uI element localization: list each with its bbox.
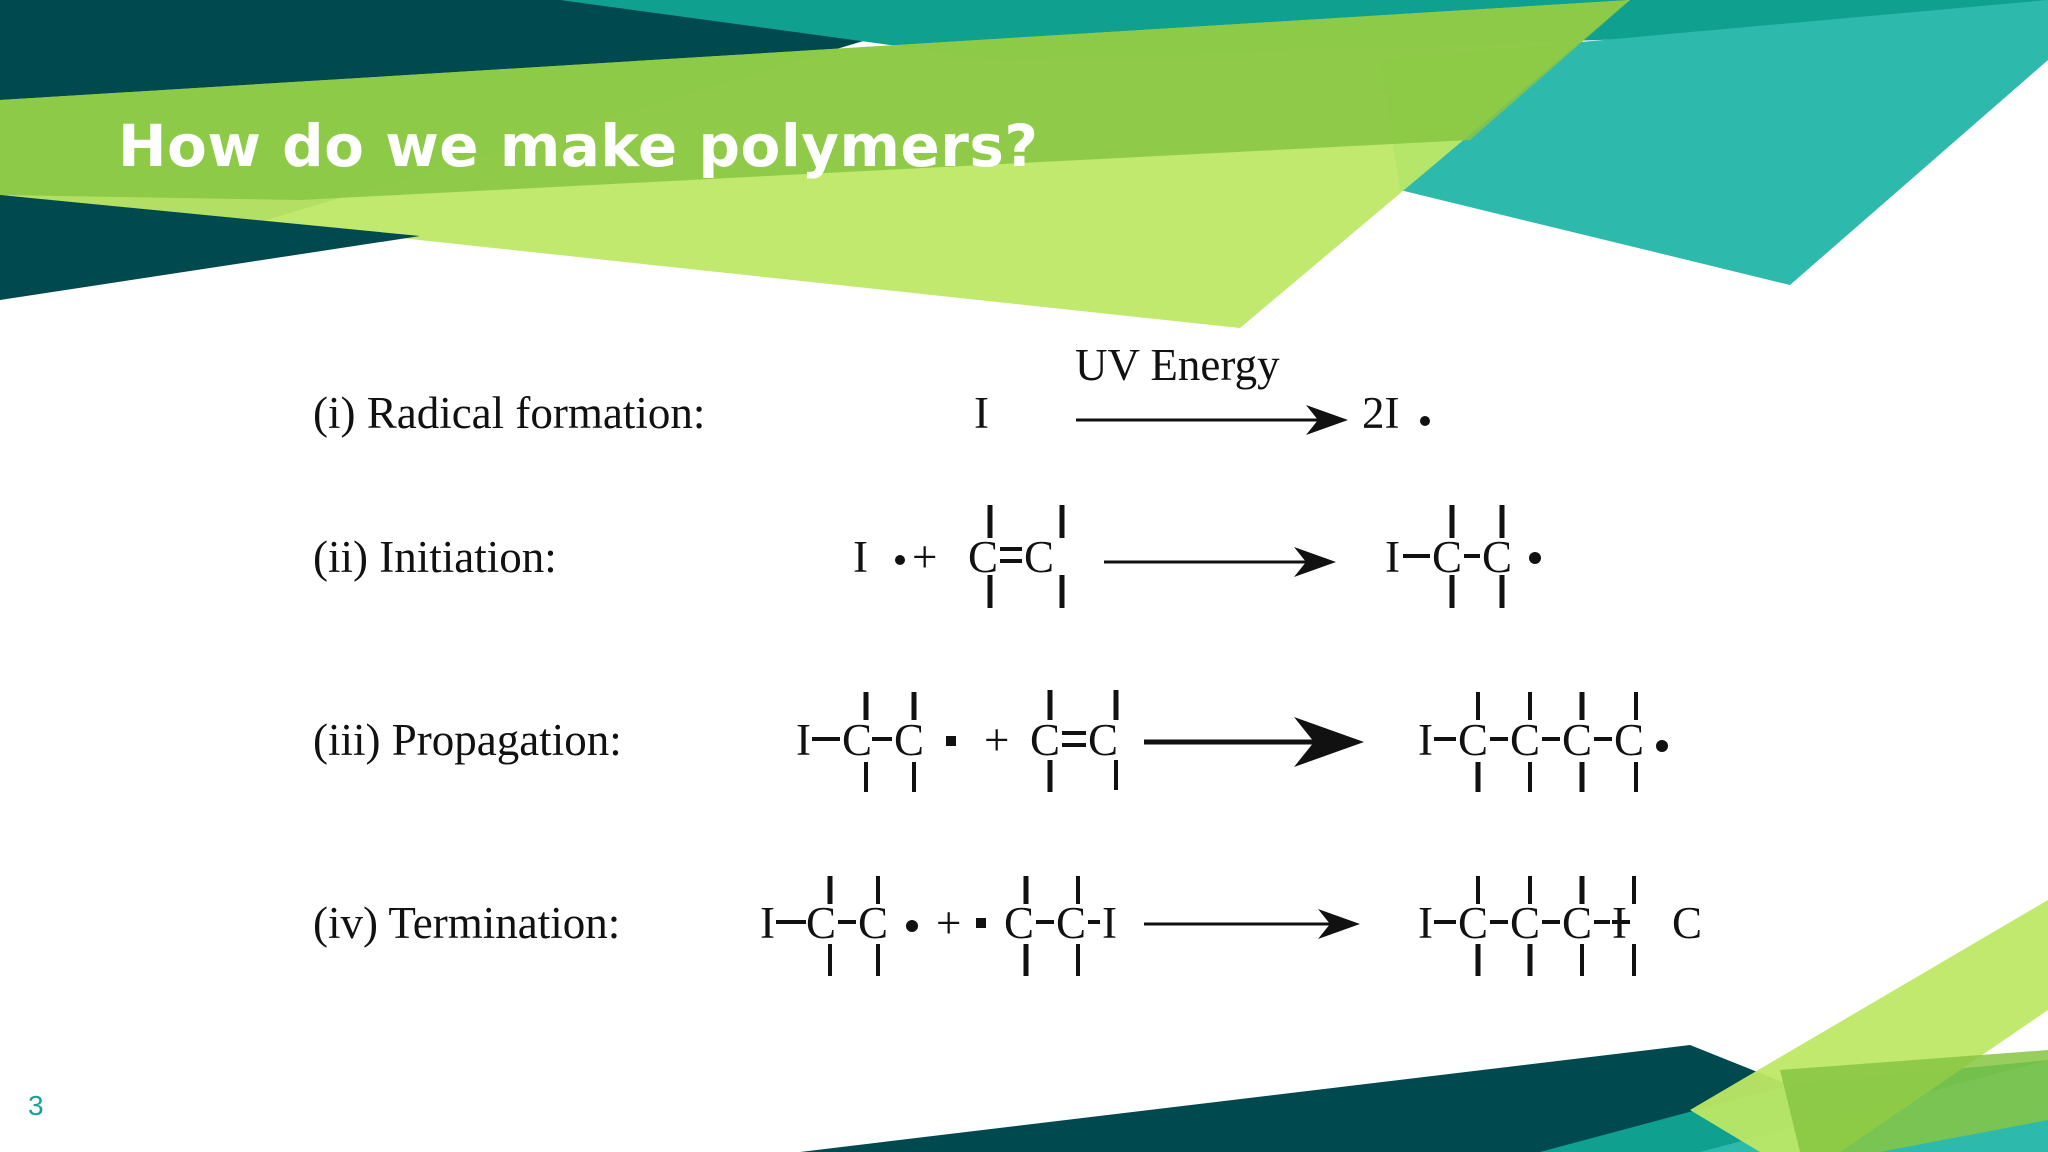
bottom-green-overlap bbox=[1780, 1050, 2048, 1152]
step-4-reactant-atom: C bbox=[858, 898, 888, 948]
slide-number: 3 bbox=[28, 1090, 44, 1121]
bottom-dark-shape bbox=[800, 1045, 1790, 1152]
step-4-product-atom: C bbox=[1458, 898, 1488, 948]
step-2-product-atom: I bbox=[1385, 532, 1400, 582]
left-dark-sliver bbox=[0, 195, 420, 300]
step-4-reactant-atom: C bbox=[1004, 898, 1034, 948]
step-2-reactant-atom: I bbox=[853, 532, 868, 582]
step-4-label: (iv) Termination: bbox=[313, 898, 620, 948]
step-3-product-atom: C bbox=[1562, 715, 1592, 765]
bottom-green-shape bbox=[1690, 900, 2048, 1152]
step-2-product-atom: C bbox=[1432, 532, 1462, 582]
radical-dot bbox=[895, 555, 905, 565]
top-green-overlap bbox=[0, 0, 1630, 200]
step-4-reactant-atom: I bbox=[760, 898, 775, 948]
step-3-product-atom: C bbox=[1510, 715, 1540, 765]
step-3-product-atom: C bbox=[1614, 715, 1644, 765]
step-2-product-atom: C bbox=[1482, 532, 1512, 582]
step-2-label: (ii) Initiation: bbox=[313, 532, 557, 582]
step-3-product-atom: I bbox=[1418, 715, 1433, 765]
radical-dot bbox=[1529, 552, 1541, 564]
step-3-product-atom: C bbox=[1458, 715, 1488, 765]
step-2-plus: + bbox=[912, 532, 937, 582]
step-3-plus: + bbox=[984, 715, 1009, 765]
step-4-plus: + bbox=[936, 898, 961, 948]
step-2-reactant-atom: C bbox=[968, 532, 998, 582]
radical-dot bbox=[976, 918, 986, 928]
radical-dot bbox=[906, 920, 918, 932]
step-4-reactant-atom: C bbox=[806, 898, 836, 948]
step-3-reactant-atom: C bbox=[894, 715, 924, 765]
step-4-product-atom: C bbox=[1510, 898, 1540, 948]
step-4-reactant-atom: I bbox=[1102, 898, 1117, 948]
step-2-reactant-atom: C bbox=[1024, 532, 1054, 582]
step-4-product-atom: I bbox=[1418, 898, 1433, 948]
step-1-arrow-label: UV Energy bbox=[1075, 340, 1280, 390]
radical-dot bbox=[1420, 416, 1430, 426]
radical-dot bbox=[946, 736, 956, 746]
step-3-label: (iii) Propagation: bbox=[313, 715, 622, 765]
step-1-label: (i) Radical formation: bbox=[313, 388, 705, 438]
slide-title: How do we make polymers? bbox=[118, 112, 1039, 180]
step-4-product-atom: C bbox=[1562, 898, 1592, 948]
step-4-product-atom: I bbox=[1612, 898, 1627, 948]
step-3-reactant-atom: C bbox=[1030, 715, 1060, 765]
step-3-reactant-atom: I bbox=[796, 715, 811, 765]
step-1-reactant: I bbox=[974, 388, 989, 438]
radical-dot bbox=[1656, 740, 1668, 752]
step-4-reactant-atom: C bbox=[1056, 898, 1086, 948]
step-3-reactant-atom: C bbox=[842, 715, 872, 765]
step-1-product: 2I bbox=[1362, 388, 1400, 438]
step-3-reactant-atom: C bbox=[1088, 715, 1118, 765]
step-4-product-atom: C bbox=[1672, 898, 1702, 948]
